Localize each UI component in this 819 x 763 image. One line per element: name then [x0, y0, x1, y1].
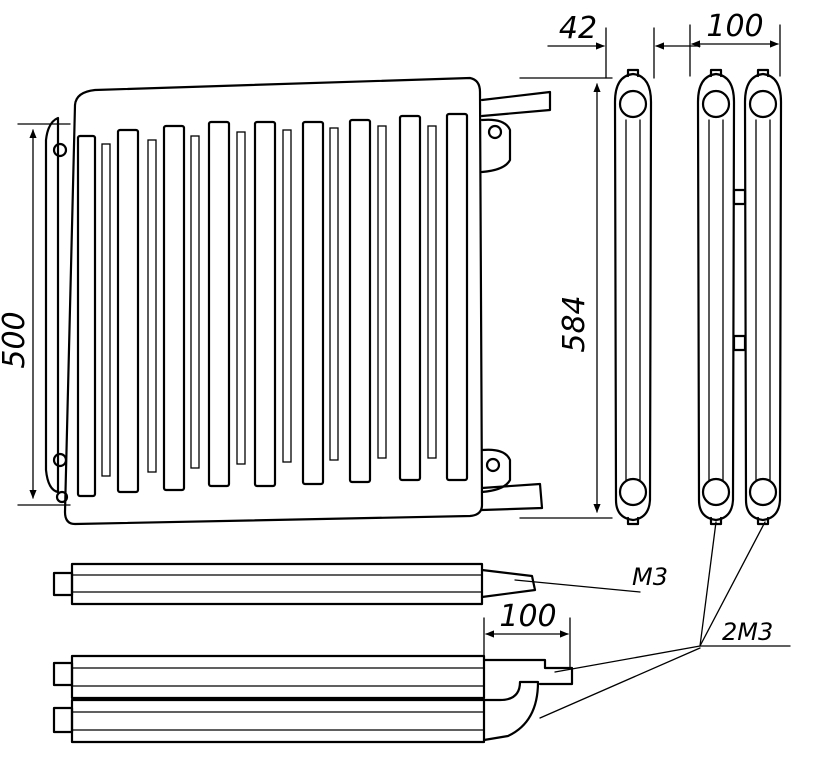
dimension-584: 584	[519, 77, 613, 519]
dimension-584-label: 584	[557, 295, 592, 352]
dimension-42: 42	[547, 11, 701, 79]
pipe-double-2m3	[52, 645, 701, 744]
dimension-100-top: 100	[689, 9, 781, 77]
pipe-single-m3	[52, 562, 641, 606]
dimension-500-label: 500	[0, 311, 32, 368]
front-fins	[76, 112, 469, 498]
dimension-500: 500	[0, 123, 71, 506]
dimension-100-bottom-label: 100	[499, 599, 556, 634]
dimension-42-label: 42	[559, 11, 597, 46]
side-view-single-section	[613, 68, 653, 526]
leader-2m3	[699, 521, 791, 647]
side-view-double-section	[696, 68, 783, 526]
dimension-100-top-label: 100	[706, 9, 763, 44]
dimension-100-bottom: 100	[483, 599, 571, 669]
callout-m3: M3	[632, 563, 668, 591]
radiator-front-view	[44, 76, 552, 526]
callout-2m3: 2M3	[722, 618, 773, 646]
